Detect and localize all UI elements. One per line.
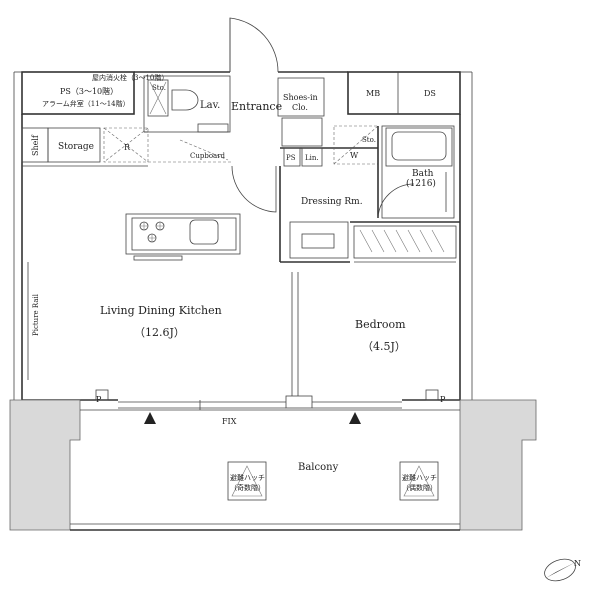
dressing-room-label: Dressing Rm.: [301, 197, 363, 207]
dressing-storage-label: Sto.: [362, 136, 376, 144]
bedroom-label: Bedroom: [355, 318, 406, 331]
ps-upper-label: 屋内消火栓（3～10階）: [92, 73, 168, 82]
cupboard-label: Cupboard: [190, 152, 226, 160]
ps-label: PS（3～10階）: [60, 86, 118, 96]
ds-label: DS: [424, 89, 436, 98]
fix-window-label: FIX: [222, 417, 237, 426]
storage-area: [21, 127, 232, 167]
bedroom-size-label: （4.5J）: [362, 340, 406, 353]
hatch-right-title: 避難ハッチ: [402, 473, 437, 482]
lav-label: Lav.: [200, 100, 220, 111]
hatch-left-floor: （奇数階）: [230, 483, 265, 492]
evacuation-hatch-right: [399, 461, 439, 501]
pipe-label-left: P: [96, 395, 102, 404]
entry-arrow-left: [144, 412, 156, 424]
pipe-label-right: P: [440, 395, 446, 404]
storage-label: Storage: [58, 142, 94, 152]
partition-walls: [27, 261, 350, 396]
kitchen-island: [125, 213, 241, 261]
balcony-windows[interactable]: [118, 400, 402, 410]
lavatory: [143, 75, 231, 133]
entrance-door[interactable]: [229, 17, 279, 73]
toilet-storage-label: Sto.: [152, 84, 166, 92]
entrance-label: Entrance: [231, 100, 282, 113]
north-arrow: [544, 558, 576, 582]
bathroom: [377, 125, 455, 219]
picture-rail-label: Picture Rail: [32, 293, 40, 336]
washer-label: W: [350, 151, 359, 160]
bath-size-label: (1216): [406, 178, 436, 189]
closet-label: Clo.: [292, 103, 308, 112]
shelf-label: Shelf: [31, 134, 40, 156]
ldk-label: Living Dining Kitchen: [100, 304, 222, 317]
ps-shaft: [21, 71, 135, 115]
ps-small-label: PS: [286, 154, 296, 162]
bath-label: Bath: [412, 169, 434, 179]
evacuation-hatch-left: [227, 461, 267, 501]
dressing-room: [279, 125, 379, 262]
balcony-outline: [70, 409, 460, 531]
shoes-in-label: Shoes-in: [283, 93, 318, 102]
hatch-left-title: 避難ハッチ: [230, 473, 265, 482]
ldk-size-label: （12.6J）: [134, 326, 185, 339]
balcony-label: Balcony: [298, 462, 339, 473]
refrigerator-label: R: [124, 143, 131, 152]
shoes-in-closet: [277, 77, 325, 147]
north-label: N: [574, 559, 581, 568]
hatch-right-floor: （偶数階）: [402, 483, 437, 492]
bedroom-closet: [350, 221, 460, 263]
pillars: [95, 389, 439, 409]
balcony-columns: [9, 399, 537, 531]
mb-label: MB: [366, 89, 380, 98]
entry-arrow-right: [349, 412, 361, 424]
linen-label: Lin.: [305, 154, 319, 162]
ps-sub-label: アラーム弁室（11～14階）: [42, 99, 130, 108]
entrance-inner-door[interactable]: [231, 165, 277, 213]
mb-ds-shaft: [347, 71, 461, 115]
